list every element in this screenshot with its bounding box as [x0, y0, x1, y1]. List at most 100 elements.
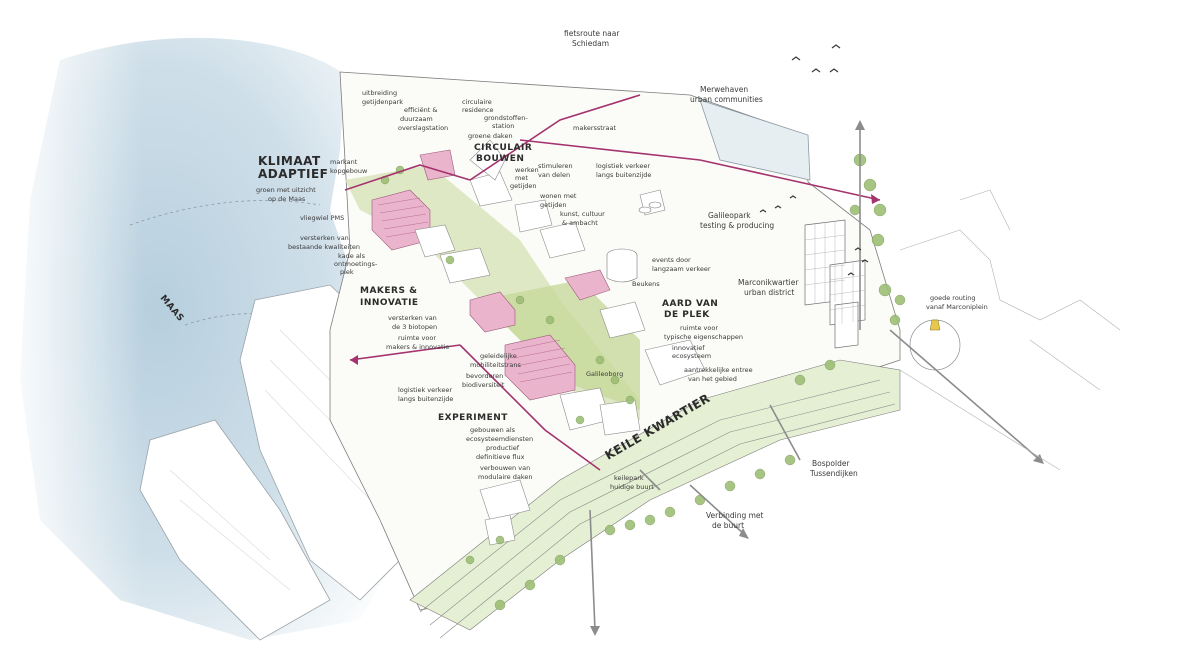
merwehaven-basin [699, 99, 811, 181]
gray-arrows [589, 125, 1041, 631]
svg-text:definitieve flux: definitieve flux [476, 453, 525, 461]
svg-text:aantrekkelijke entree: aantrekkelijke entree [684, 366, 753, 374]
svg-text:versterken van: versterken van [300, 234, 349, 242]
svg-text:plek: plek [340, 268, 354, 276]
annotations-south: ruimte voor typische eigenschappen innov… [386, 314, 753, 491]
silos [606, 201, 662, 283]
svg-text:groene daken: groene daken [468, 132, 513, 140]
railway-tracks [419, 379, 896, 639]
marconiplein-monument [929, 319, 941, 331]
svg-text:ecosysteemdiensten: ecosysteemdiensten [466, 435, 533, 443]
fietsroute-label-2: Schiedam [572, 39, 609, 48]
svg-text:station: station [492, 122, 514, 130]
experiment-label: EXPERIMENT [438, 413, 508, 423]
svg-text:ruimte voor: ruimte voor [398, 334, 436, 342]
svg-text:typische eigenschappen: typische eigenschappen [664, 333, 743, 341]
svg-text:wonen met: wonen met [540, 192, 577, 200]
routing-label-1: goede routing [930, 294, 976, 302]
makers-label: MAKERS & [360, 286, 417, 296]
svg-text:stimuleren: stimuleren [538, 162, 573, 170]
svg-text:markant: markant [330, 158, 358, 166]
magenta-routes [344, 94, 881, 471]
svg-text:van delen: van delen [538, 171, 570, 179]
svg-text:de 3 biotopen: de 3 biotopen [392, 323, 437, 331]
bospolder-label-2: Tussendijken [809, 469, 858, 478]
svg-text:uitbreiding: uitbreiding [362, 89, 397, 97]
makersstraat-label: makersstraat [573, 124, 616, 132]
routing-label-2: vanaf Marconiplein [926, 303, 988, 311]
svg-text:groen met uitzicht: groen met uitzicht [256, 186, 316, 194]
svg-text:ecosysteem: ecosysteem [672, 352, 711, 360]
galileo-label-2: testing & producing [700, 221, 774, 230]
svg-text:bevorderen: bevorderen [466, 372, 503, 380]
svg-text:getijden: getijden [540, 201, 567, 209]
peninsula-bottom [139, 419, 331, 641]
route-arrow-right [871, 194, 880, 204]
svg-text:langzaam verkeer: langzaam verkeer [652, 265, 711, 273]
svg-text:kunst, cultuur: kunst, cultuur [560, 210, 605, 218]
svg-text:bestaande kwaliteiten: bestaande kwaliteiten [288, 243, 360, 251]
svg-text:circulaire: circulaire [462, 98, 492, 106]
svg-text:kopgebouw: kopgebouw [330, 167, 368, 175]
bouwen-label: BOUWEN [476, 154, 524, 164]
svg-text:gebouwen als: gebouwen als [470, 426, 516, 434]
circulair-label: CIRCULAIR [474, 143, 532, 153]
adaptief-label: ADAPTIEF [258, 167, 328, 181]
svg-text:langs buitenzijde: langs buitenzijde [596, 171, 651, 179]
svg-text:op de Maas: op de Maas [268, 195, 306, 203]
svg-text:& ambacht: & ambacht [562, 219, 598, 227]
dashed-arc-outer [129, 200, 321, 226]
svg-text:kade als: kade als [338, 252, 366, 260]
svg-text:innovatief: innovatief [672, 344, 705, 352]
svg-text:modulaire daken: modulaire daken [478, 473, 533, 481]
svg-text:overslagstation: overslagstation [398, 124, 448, 132]
verbinding-label-2: de buurt [712, 521, 744, 530]
svg-text:versterken van: versterken van [388, 314, 437, 322]
svg-text:events door: events door [652, 256, 691, 264]
merwe-label-2: urban communities [690, 95, 763, 104]
trees [380, 153, 906, 611]
svg-text:huidige buurt: huidige buurt [610, 483, 654, 491]
route-arrow-left [350, 355, 358, 365]
pink-buildings [371, 149, 611, 401]
svg-text:langs buitenzijde: langs buitenzijde [398, 395, 453, 403]
pink-building-hatching [377, 197, 573, 383]
park-green [480, 280, 640, 410]
marconi-label-1: Marconikwartier [738, 278, 799, 287]
verbinding-label-1: Verbinding met [706, 511, 764, 520]
svg-text:Galileoborg: Galileoborg [586, 370, 623, 378]
svg-text:werken: werken [515, 166, 539, 174]
svg-text:makers & innovatie: makers & innovatie [386, 343, 449, 351]
marconi-label-2: urban district [744, 288, 794, 297]
city-outline-right [899, 189, 1121, 471]
svg-text:ruimte voor: ruimte voor [680, 324, 718, 332]
svg-text:duurzaam: duurzaam [400, 115, 433, 123]
svg-text:van het gebied: van het gebied [688, 375, 737, 383]
svg-text:grondstoffen-: grondstoffen- [484, 114, 528, 122]
svg-text:residence: residence [462, 106, 494, 114]
gray-arrowheads [590, 120, 1044, 636]
svg-text:Beukens: Beukens [632, 280, 660, 288]
svg-text:geleidelijke: geleidelijke [480, 352, 517, 360]
svg-text:getijdenpark: getijdenpark [362, 98, 403, 106]
svg-text:biodiversiteit: biodiversiteit [462, 381, 505, 389]
white-blocks [414, 139, 706, 546]
svg-text:efficiënt &: efficiënt & [404, 106, 437, 114]
svg-text:logistiek verkeer: logistiek verkeer [398, 386, 452, 394]
svg-text:met: met [515, 174, 528, 182]
svg-text:verbouwen van: verbouwen van [480, 464, 530, 472]
birds [759, 44, 869, 276]
fietsroute-label-1: fietsroute naar [564, 29, 620, 38]
svg-text:ontmoetings-: ontmoetings- [334, 260, 378, 268]
plek-label: DE PLEK [664, 310, 710, 320]
svg-text:keilepark: keilepark [614, 474, 644, 482]
aard-label: AARD VAN [662, 299, 718, 309]
klimaat-label: KLIMAAT [258, 154, 321, 168]
bospolder-label-1: Bospolder [812, 459, 850, 468]
svg-text:logistiek verkeer: logistiek verkeer [596, 162, 650, 170]
tower-grid [804, 221, 866, 324]
innovatie-label: INNOVATIE [360, 298, 419, 308]
svg-text:vliegwiel PMS: vliegwiel PMS [300, 214, 344, 222]
